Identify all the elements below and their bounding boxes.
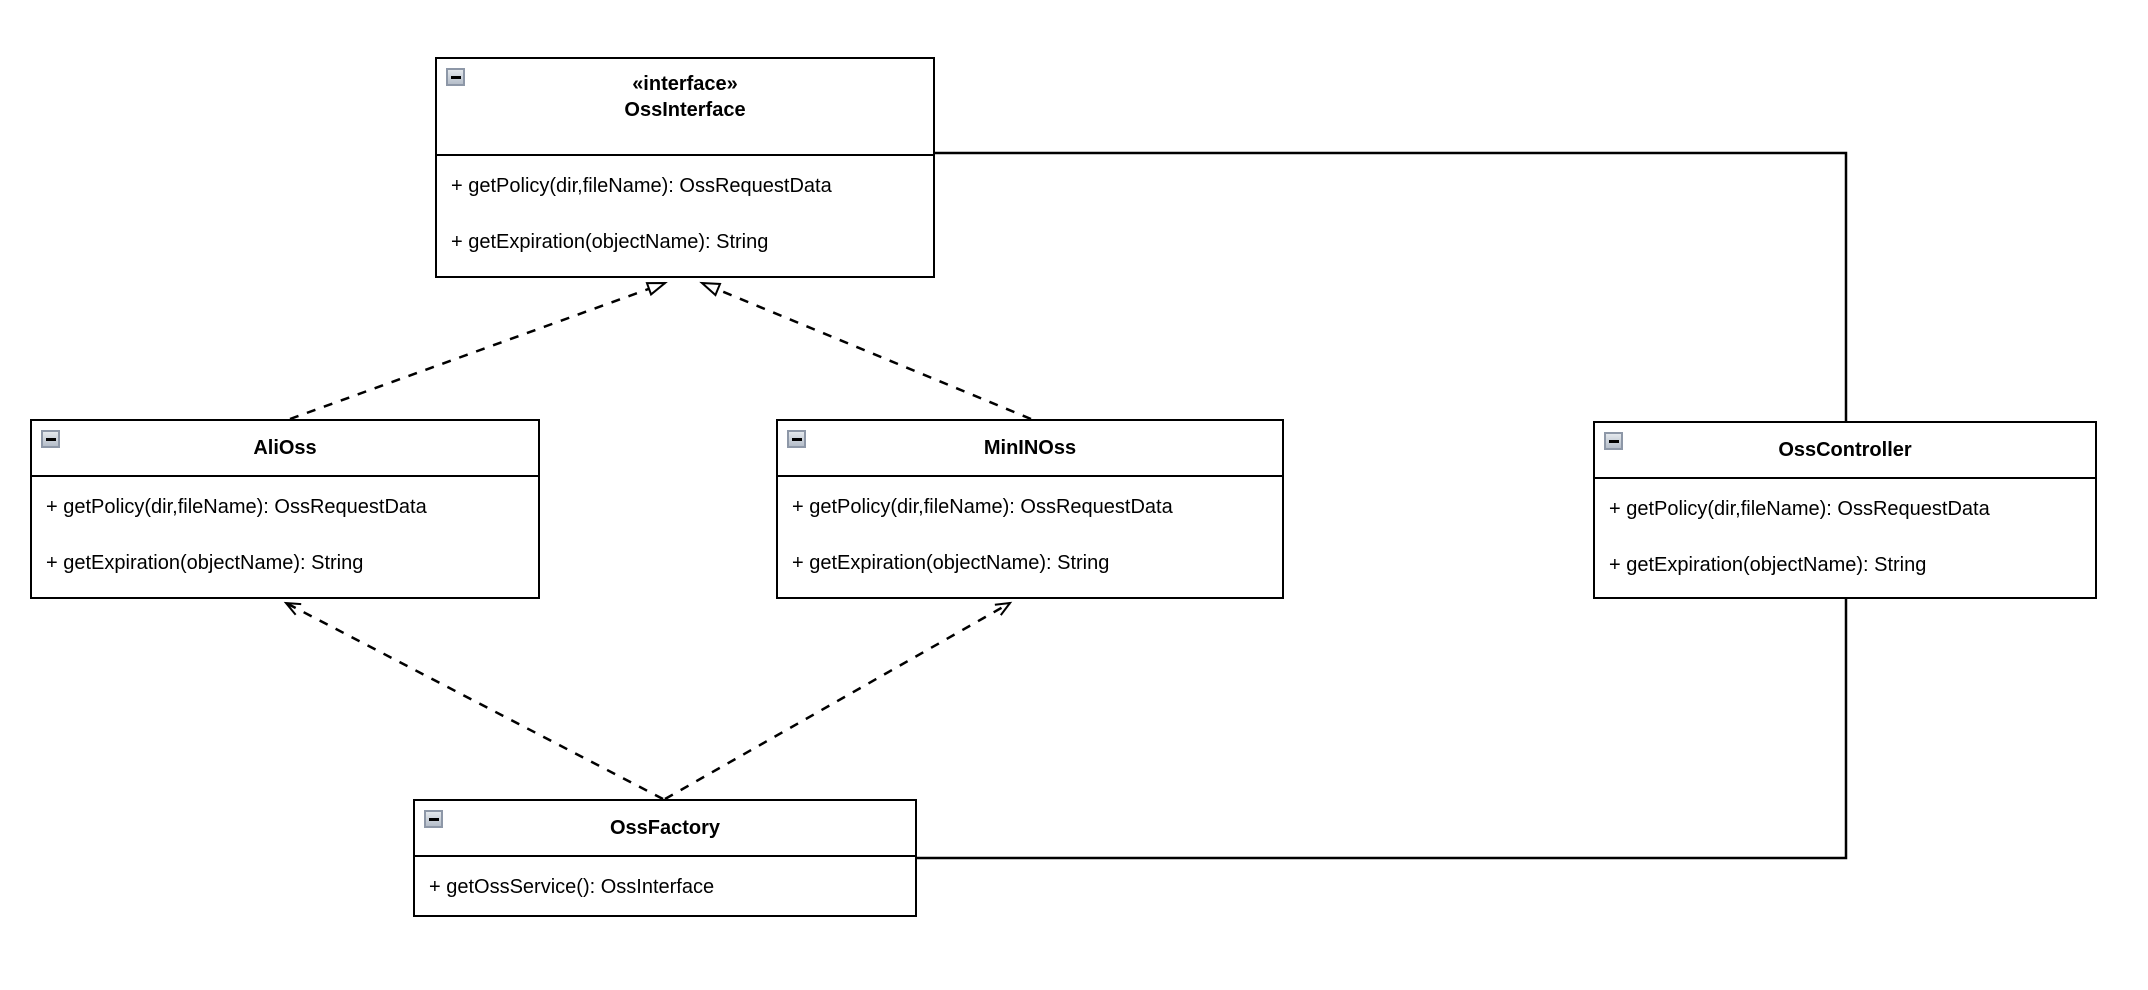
collapse-icon[interactable] [424, 810, 443, 828]
method: + getPolicy(dir,fileName): OssRequestDat… [792, 495, 1173, 518]
method: + getExpiration(objectName): String [792, 551, 1110, 574]
class-ossfactory[interactable]: OssFactory + getOssService(): OssInterfa… [413, 799, 917, 917]
class-name: AliOss [253, 437, 317, 459]
class-ossinterface[interactable]: «interface» OssInterface + getPolicy(dir… [435, 57, 935, 278]
class-header: MinINOss [778, 421, 1282, 477]
class-alioss[interactable]: AliOss + getPolicy(dir,fileName): OssReq… [30, 419, 540, 599]
edge-osscontroller-ossfactory[interactable] [917, 599, 1848, 860]
method: + getOssService(): OssInterface [429, 875, 715, 898]
class-header: OssFactory [415, 801, 915, 857]
class-header: «interface» OssInterface [437, 59, 933, 156]
edge-ossinterface-osscontroller[interactable] [935, 151, 1848, 421]
method: + getExpiration(objectName): String [46, 551, 364, 574]
edge-ossfactory-depends-on-alioss[interactable] [283, 601, 664, 801]
method: + getPolicy(dir,fileName): OssRequestDat… [451, 174, 832, 197]
methods-compartment: + getPolicy(dir,fileName): OssRequestDat… [32, 477, 538, 591]
collapse-icon[interactable] [41, 430, 60, 448]
class-stereotype: «interface» [632, 73, 738, 95]
class-name: MinINOss [983, 437, 1077, 459]
collapse-icon[interactable] [787, 430, 806, 448]
edge-mininoss-realizes-ossinterface[interactable] [699, 281, 1032, 421]
method: + getExpiration(objectName): String [451, 230, 769, 253]
class-name: OssFactory [609, 817, 721, 839]
class-osscontroller[interactable]: OssController + getPolicy(dir,fileName):… [1593, 421, 2097, 599]
class-header: AliOss [32, 421, 538, 477]
methods-compartment: + getPolicy(dir,fileName): OssRequestDat… [778, 477, 1282, 591]
class-mininoss[interactable]: MinINOss + getPolicy(dir,fileName): OssR… [776, 419, 1284, 599]
methods-compartment: + getPolicy(dir,fileName): OssRequestDat… [1595, 479, 2095, 593]
edge-alioss-realizes-ossinterface[interactable] [289, 281, 668, 421]
class-name: OssInterface [624, 99, 746, 121]
methods-compartment: + getOssService(): OssInterface [415, 857, 915, 915]
collapse-icon[interactable] [446, 68, 465, 86]
edge-ossfactory-depends-on-mininoss[interactable] [664, 601, 1013, 801]
collapse-icon[interactable] [1604, 432, 1623, 450]
method: + getPolicy(dir,fileName): OssRequestDat… [1609, 497, 1990, 520]
method: + getExpiration(objectName): String [1609, 553, 1927, 576]
class-header: OssController [1595, 423, 2095, 479]
methods-compartment: + getPolicy(dir,fileName): OssRequestDat… [437, 156, 933, 270]
method: + getPolicy(dir,fileName): OssRequestDat… [46, 495, 427, 518]
class-name: OssController [1778, 439, 1912, 461]
